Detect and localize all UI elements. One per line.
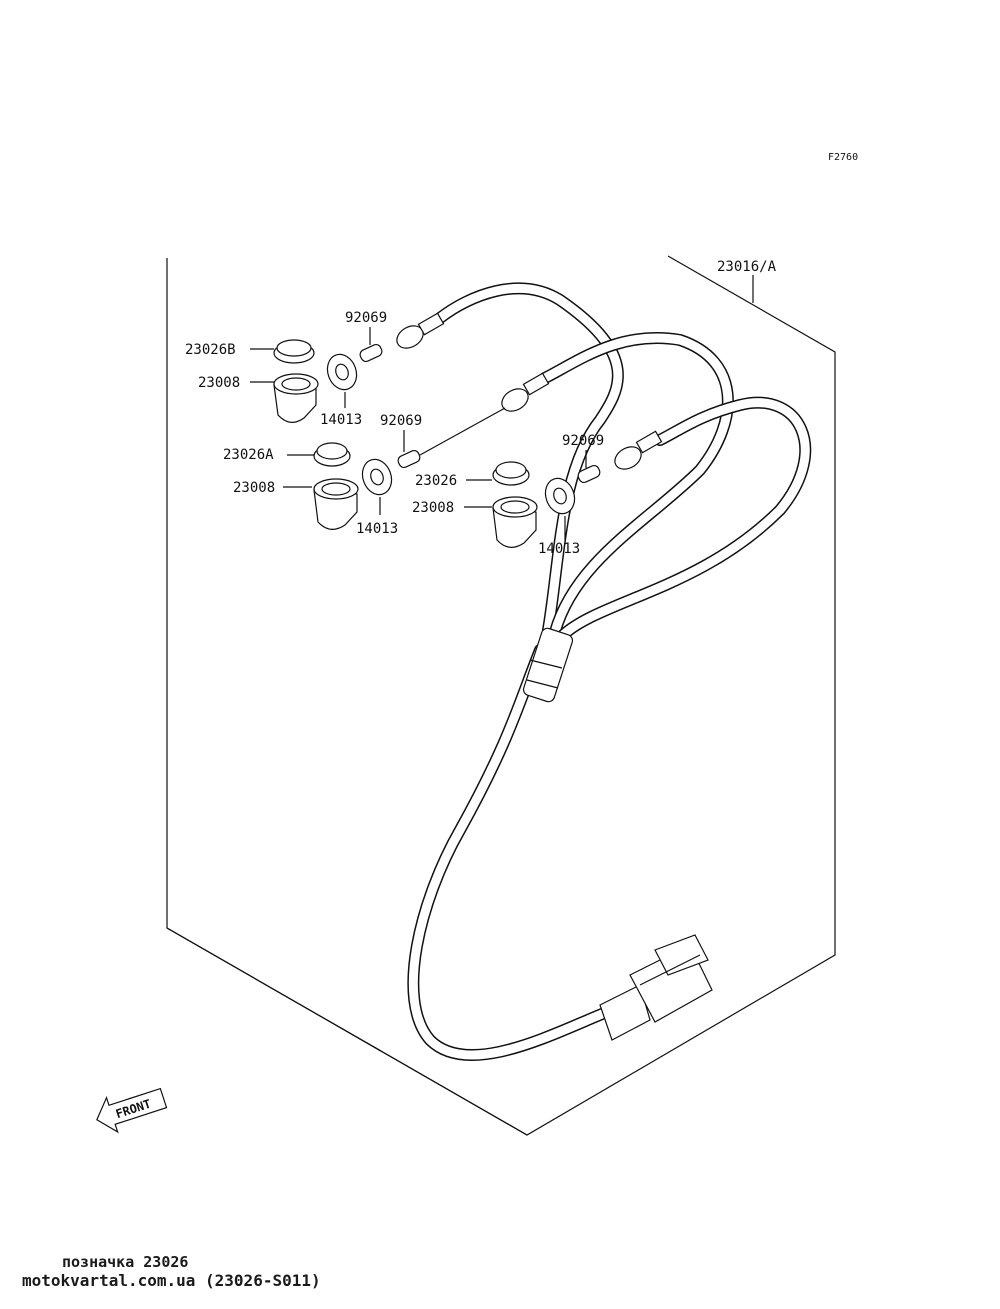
part-label-harness: 23016/A — [717, 259, 777, 275]
part-label-cap: 23026 — [415, 473, 457, 489]
wiring-harness — [407, 282, 812, 1062]
grommet-2 — [361, 458, 393, 496]
socket-body-3 — [492, 496, 538, 548]
caption-text: позначка 23026 — [62, 1253, 189, 1271]
part-label-cap-b: 23026B — [185, 342, 236, 358]
bulb-1 — [359, 343, 383, 363]
part-label-grommet-2: 14013 — [356, 521, 398, 537]
socket-body-1 — [273, 373, 319, 423]
cap — [492, 461, 530, 486]
bulb-3 — [577, 464, 601, 484]
part-label-bulb-2: 92069 — [380, 413, 422, 429]
part-label-grommet-3: 14013 — [538, 541, 580, 557]
part-label-bulb-3: 92069 — [562, 433, 604, 449]
leader-lines — [250, 275, 754, 540]
figure-id: F2760 — [828, 152, 858, 163]
bulb-2 — [397, 449, 421, 469]
part-label-grommet-1: 14013 — [320, 412, 362, 428]
assembly-frame — [166, 255, 836, 1136]
part-label-socket-1: 23008 — [198, 375, 240, 391]
grommet-3 — [544, 477, 576, 515]
socket-body-2 — [313, 478, 359, 530]
harness-connector — [599, 934, 713, 1041]
part-label-socket-3: 23008 — [412, 500, 454, 516]
part-label-socket-2: 23008 — [233, 480, 275, 496]
front-arrow-icon: FRONT — [96, 1087, 168, 1134]
cap-b — [273, 339, 315, 364]
source-text: motokvartal.com.ua (23026-S011) — [22, 1271, 321, 1290]
cap-a — [313, 442, 351, 467]
grommet-1 — [326, 353, 358, 391]
part-label-bulb-1: 92069 — [345, 310, 387, 326]
socket-connector-2 — [501, 372, 550, 412]
socket-connector-1 — [396, 312, 445, 349]
socket-connector-3 — [614, 430, 663, 470]
part-label-cap-a: 23026A — [223, 447, 274, 463]
